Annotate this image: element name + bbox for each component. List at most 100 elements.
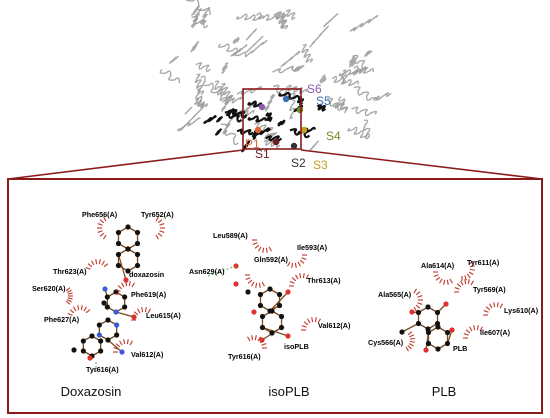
hydrophobic-contact-tick (77, 305, 80, 311)
helix-ribbon (319, 74, 327, 84)
helix-ribbon (185, 0, 211, 16)
hydrophobic-contact-tick (99, 219, 105, 224)
residue-label: Tyr569(A) (473, 285, 506, 294)
hydrophobic-contact-tick (247, 279, 253, 284)
ligand-plb-structure (399, 301, 455, 353)
carbon-atom (122, 304, 128, 310)
helix-ribbon-dark (216, 116, 223, 123)
helix-ribbon (272, 65, 299, 74)
residue-label: Phe619(A) (131, 290, 167, 299)
site-labels: S6 S5 S4 S3 S2 S1 P1 (245, 82, 341, 172)
carbon-atom (425, 329, 432, 336)
nitrogen-atom (113, 309, 119, 315)
hydrophobic-contact-tick (409, 334, 415, 338)
carbon-atom (105, 337, 111, 343)
hydrophobic-contact-tick (469, 265, 475, 268)
helix-ribbon (190, 8, 202, 29)
hydrophobic-contact-tick (121, 282, 125, 288)
helix-ribbon (191, 5, 200, 16)
helix-ribbon-dark (247, 115, 267, 123)
site-label-s5: S5 (316, 94, 331, 108)
carbon-atom (257, 302, 264, 309)
helix-ribbon (230, 44, 248, 57)
helix-ribbon (289, 99, 296, 120)
hydrophobic-contact-tick (126, 339, 129, 345)
helix-ribbon (352, 54, 367, 70)
hydrophobic-contact-tick (297, 261, 301, 267)
hydrophobic-contact-tick (98, 259, 101, 265)
hydrophobic-contact-tick (460, 280, 464, 286)
hydrophobic-contact-tick (101, 260, 105, 266)
binding-site-residue (300, 126, 308, 134)
carbon-atom (115, 251, 122, 258)
hydrophobic-contact-tick (97, 223, 103, 226)
helix-ribbon-dark (316, 103, 327, 112)
site-label-s3: S3 (313, 158, 328, 172)
hydrophobic-contact-tick (115, 343, 121, 348)
hydrophobic-contact-tick (493, 302, 496, 308)
hydrophobic-contact-tick (446, 279, 449, 285)
residue-label: Phe656(A) (82, 210, 118, 219)
panel-caption: isoPLB (268, 384, 309, 399)
hydrophobic-contact-tick (305, 274, 309, 280)
hydrophobic-contact-tick (65, 300, 71, 305)
helix-ribbon (190, 40, 200, 53)
hydrophobic-contacts-isoplb (245, 239, 321, 349)
carbon-atom (104, 294, 110, 300)
hydrophobic-contact-tick (307, 318, 311, 324)
protein-structure: S6 S5 S4 S3 S2 S1 P1 (159, 0, 392, 172)
helix-ribbon-dark (265, 111, 273, 123)
hydrophobic-contact-tick (291, 277, 297, 282)
helix-ribbon (245, 35, 264, 54)
hydrophobic-contact-tick (464, 279, 467, 285)
hydrophobic-contact-tick (131, 282, 135, 288)
helix-ribbon-dark (278, 91, 301, 100)
binding-site-residue (272, 138, 280, 146)
hydrophobic-contact-tick (251, 281, 255, 287)
residue-label: Cys566(A) (368, 338, 404, 347)
hydrophobic-contact-tick (99, 232, 105, 237)
hydrophobic-contact-tick (117, 285, 123, 290)
hydrophobic-contact-tick (97, 230, 103, 233)
hydrophobic-contact-tick (473, 325, 476, 331)
hydrophobic-contact-tick (65, 287, 71, 292)
carbon-atom (96, 322, 102, 328)
hydrophobic-contact-tick (289, 281, 295, 284)
carbon-atom (444, 329, 451, 336)
carbon-atom (245, 289, 251, 295)
helix-ribbon (326, 97, 349, 111)
ligand-isoplb-structure (207, 263, 291, 343)
carbon-atom (105, 317, 111, 323)
hydrophobic-contact-tick (468, 261, 474, 265)
hydrophobic-contact-tick (73, 306, 77, 312)
carbon-atom (98, 338, 104, 344)
helix-ribbon (200, 75, 222, 96)
residue-label: Ala614(A) (421, 261, 455, 270)
helix-ribbon-dark (247, 100, 263, 108)
ligand-bond (269, 291, 289, 312)
zoom-line-left (7, 149, 244, 180)
hydrophobic-contact-tick (87, 263, 93, 268)
helix-ribbon-dark (236, 128, 254, 136)
panel-caption: PLB (432, 384, 457, 399)
nitrogen-atom (114, 322, 120, 328)
ligand-label: PLB (453, 344, 467, 353)
helix-ribbon (372, 92, 392, 101)
carbon-atom (71, 347, 77, 353)
carbon-atom (425, 304, 431, 310)
hydrophobic-contact-tick (125, 281, 128, 287)
helix-ribbon (177, 117, 201, 132)
site-label-s6: S6 (307, 82, 322, 96)
hydrophobic-contact-tick (415, 304, 421, 309)
helix-ribbon (301, 43, 314, 63)
carbon-atom (435, 346, 441, 352)
residue-label-hbond: Tyr616(A) (86, 365, 119, 374)
residue-label: Tyr611(A) (467, 258, 500, 267)
binding-region-box (242, 88, 302, 150)
oxygen-atom (285, 333, 291, 339)
binding-site-residue (254, 126, 262, 134)
hydrophobic-contact-tick (258, 246, 262, 252)
helix-ribbon (285, 9, 296, 20)
hydrophobic-contact-tick (85, 309, 91, 314)
carbon-atom (115, 240, 122, 247)
